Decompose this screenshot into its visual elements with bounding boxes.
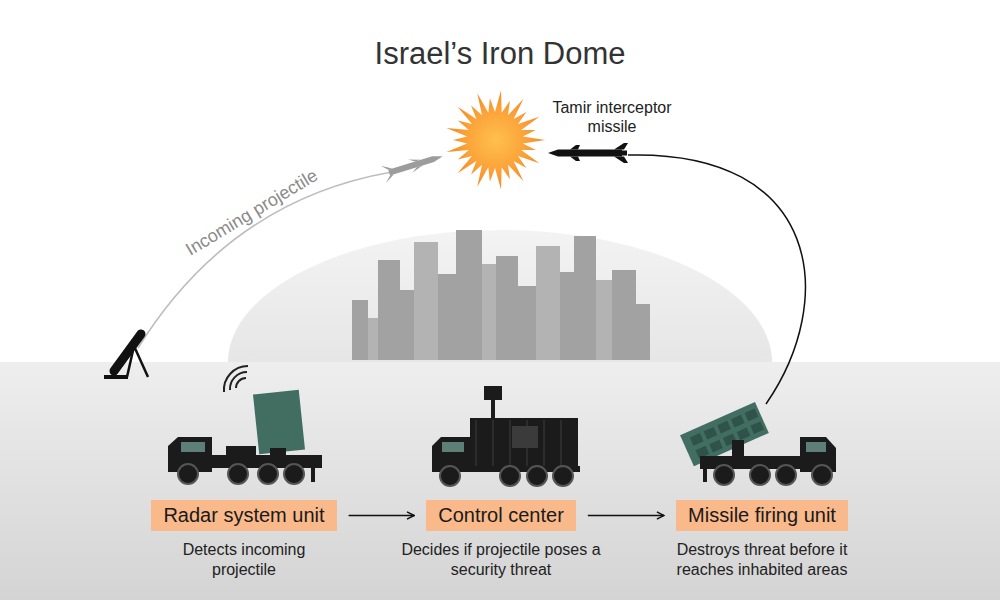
mortar-leg: [134, 346, 148, 377]
truck-wheel: [776, 465, 796, 485]
truck-wheel: [178, 464, 198, 484]
cab-window: [442, 442, 464, 452]
missile-fins: [381, 163, 396, 183]
mortar-base: [104, 375, 128, 379]
truck-wheel: [812, 465, 832, 485]
flow-arrow: [349, 515, 415, 517]
building: [496, 256, 518, 360]
box-heading: Radar system unit: [151, 500, 336, 531]
box-rib: [560, 420, 562, 466]
building: [536, 246, 560, 360]
pod-tube: [704, 427, 718, 440]
truck-leg: [311, 462, 315, 482]
pod-tube: [745, 409, 759, 422]
box-heading: Control center: [426, 500, 576, 531]
missile-nozzle: [622, 151, 627, 156]
building: [560, 272, 574, 360]
launcher-truck: [680, 402, 836, 485]
pod-tube: [737, 427, 751, 440]
pod-tube: [717, 421, 731, 434]
box-rib: [492, 420, 494, 466]
incoming-missile: [381, 148, 446, 183]
mast-head: [484, 386, 502, 400]
truck-wheel: [527, 466, 547, 486]
building: [414, 242, 438, 360]
building: [574, 236, 596, 360]
explosion: [447, 90, 546, 189]
process-box: Radar system unitDetects incoming projec…: [114, 500, 374, 580]
truck-wheel: [284, 464, 304, 484]
missile-fins: [408, 156, 424, 173]
control-truck: [432, 386, 580, 486]
process-box: Missile firing unitDestroys threat befor…: [632, 500, 892, 580]
cab-window: [181, 442, 205, 452]
box-rib: [543, 420, 545, 466]
pod-tube: [750, 421, 764, 434]
building: [596, 280, 612, 360]
box-rib: [509, 420, 511, 466]
truck-mast: [491, 398, 495, 420]
pod-tube: [709, 440, 723, 453]
truck-wheel: [750, 465, 770, 485]
radar-wave: [236, 378, 246, 388]
missile-body: [548, 150, 622, 157]
building: [368, 318, 378, 360]
pod-tube: [731, 415, 745, 428]
dome: [228, 230, 772, 362]
truck-wheel: [714, 465, 734, 485]
box-rib: [475, 420, 477, 466]
box-heading: Missile firing unit: [676, 500, 848, 531]
building: [438, 274, 456, 360]
radar-panel: [253, 390, 305, 454]
truck-wheel: [228, 464, 248, 484]
truck-wheel: [553, 466, 573, 486]
building: [612, 270, 636, 360]
pod-tubes: [690, 409, 764, 459]
interceptor-missile: [548, 143, 628, 163]
truck-wheel: [500, 466, 520, 486]
building: [518, 286, 536, 360]
mortar-leg: [127, 346, 134, 377]
flow-arrow: [588, 515, 664, 517]
truck-box: [470, 418, 578, 468]
building: [482, 264, 496, 360]
box-description: Decides if projectile poses a security t…: [401, 540, 601, 580]
building: [378, 260, 400, 360]
missile-fins: [570, 145, 580, 161]
pod-tube: [690, 433, 704, 446]
truck-leg: [703, 462, 707, 482]
missile-fins: [614, 143, 628, 163]
explosion-burst: [447, 90, 546, 189]
radar-truck: [168, 366, 322, 484]
radar-wave: [224, 366, 248, 392]
building: [400, 290, 414, 360]
box-ribs: [476, 420, 561, 466]
box-description: Detects incoming projectile: [157, 540, 332, 580]
building: [456, 230, 482, 360]
building: [636, 304, 650, 360]
process-box: Control centerDecides if projectile pose…: [371, 500, 631, 580]
radar-wave: [230, 372, 247, 390]
title: Israel’s Iron Dome: [0, 36, 1000, 72]
building: [352, 300, 368, 360]
city-skyline: [352, 230, 650, 360]
cab-window: [806, 442, 826, 452]
interceptor-trajectory: [628, 155, 805, 404]
mortar: [104, 334, 148, 377]
box-description: Destroys threat before it reaches inhabi…: [656, 540, 868, 580]
truck-wheel: [440, 466, 460, 486]
missile-body: [388, 153, 443, 175]
box-panel: [512, 426, 538, 448]
trajectory-label: Incoming projectile: [182, 165, 322, 261]
missile-label: Tamir interceptor missile: [537, 98, 687, 136]
truck-box: [226, 446, 256, 456]
ground: [0, 362, 1000, 600]
truck-wheel: [258, 464, 278, 484]
